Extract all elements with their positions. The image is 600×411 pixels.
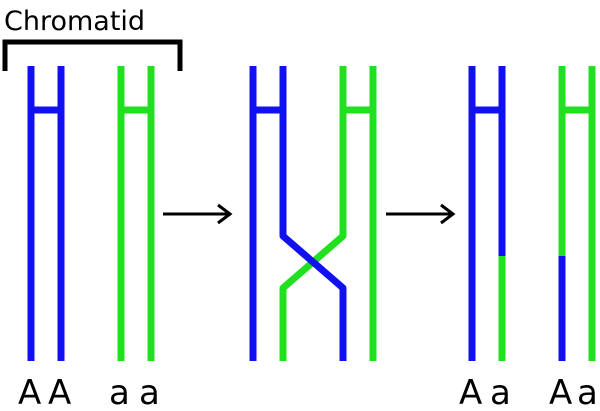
allele-label: a <box>109 373 130 411</box>
arrow-icon <box>163 203 233 225</box>
allele-label: A <box>549 373 572 411</box>
green-chromosome-before <box>117 66 155 361</box>
chromatid <box>279 66 347 361</box>
blue-chromosome-before <box>27 66 65 361</box>
allele-label: A <box>48 373 71 411</box>
blue-chromosome-after <box>468 66 506 361</box>
crossing-over-chromosomes <box>249 66 377 361</box>
allele-label: a <box>139 373 160 411</box>
chromatid-label: Chromatid <box>4 6 145 37</box>
green-chromosome-after <box>558 66 596 361</box>
allele-label: A <box>459 373 482 411</box>
allele-label: a <box>490 373 511 411</box>
arrow-icon <box>386 203 456 225</box>
chromatid <box>279 66 347 361</box>
chromatid-bracket <box>2 39 183 71</box>
allele-label: a <box>577 373 598 411</box>
allele-label: A <box>18 373 41 411</box>
